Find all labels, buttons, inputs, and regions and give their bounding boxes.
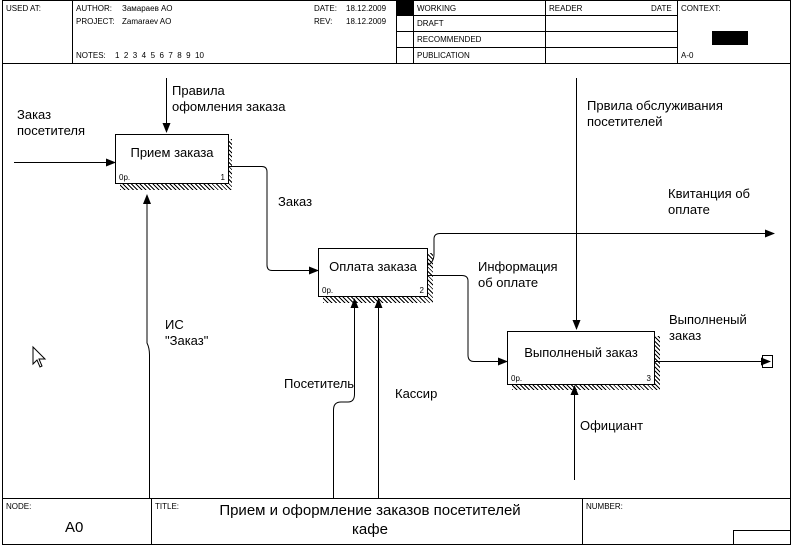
label-kassir: Кассир [395, 386, 438, 401]
status-working: WORKING [417, 4, 457, 13]
number-label: NUMBER: [586, 502, 623, 511]
arrow-zakaz[interactable] [229, 166, 319, 275]
notes-numbers: 1 2 3 4 5 6 7 8 9 10 [115, 51, 204, 60]
label-vypolneny-zakaz: Выполненый заказ [669, 312, 747, 343]
node-label: NODE: [6, 502, 32, 511]
label-pravila-obsluzhivania: Првила обслуживания посетителей [587, 98, 723, 129]
label-zakaz: Заказ [278, 194, 313, 209]
project-value: Zamaraev AO [122, 17, 172, 26]
rev-label: REV: [314, 17, 333, 26]
diagram-title: Прием и оформление заказов посетителей к… [219, 502, 521, 538]
mouse-pointer-icon [32, 345, 47, 368]
date-value: 18.12.2009 [346, 4, 387, 13]
label-info-ob-oplate: Информация об оплате [478, 259, 558, 290]
activity-name: Прием заказа [130, 145, 214, 160]
activity-name: Оплата заказа [329, 259, 417, 274]
label-posetitel: Поcетитель [284, 376, 355, 391]
arrow-posetitel[interactable] [333, 298, 359, 498]
notes-label: NOTES: [76, 51, 106, 60]
label-oficiant: Официант [580, 418, 644, 433]
label-pravila: Правила офомления заказа [172, 83, 286, 114]
activity-cost: 0р. [322, 286, 334, 295]
activity-name: Выполненый заказ [524, 345, 638, 360]
activity-number: 3 [646, 374, 651, 383]
status-recommended: RECOMMENDED [417, 35, 482, 44]
activity-cost: 0р. [511, 374, 523, 383]
rev-value: 18.12.2009 [346, 17, 387, 26]
date-label: DATE: [314, 4, 337, 13]
working-status-marker [397, 1, 413, 15]
used-at-label: USED AT: [6, 4, 41, 13]
title-label: TITLE: [155, 502, 180, 511]
status-publication: PUBLICATION [417, 51, 470, 60]
label-zakaz-posetitelya: Заказ посетителя [17, 107, 86, 138]
reader-date-label: DATE [651, 4, 672, 13]
activity-box-vypolneny-zakaz[interactable]: Выполненый заказ 0р. 3 [507, 331, 655, 385]
status-draft: DRAFT [417, 19, 444, 28]
node-value: A0 [65, 519, 84, 536]
arrow-info-ob-oplate[interactable] [428, 275, 508, 366]
activity-box-priem-zakaza[interactable]: Прием заказа 0р. 1 [115, 134, 229, 184]
label-is-zakaz: ИС "Заказ" [165, 317, 209, 348]
label-kvitancia: Квитанция об оплате [668, 186, 750, 217]
context-node: A-0 [681, 51, 694, 60]
author-value: Замараев АО [122, 4, 173, 13]
reader-label: READER [549, 4, 583, 13]
context-label: CONTEXT: [681, 4, 721, 13]
author-label: AUTHOR: [76, 4, 112, 13]
activity-cost: 0р. [119, 173, 131, 182]
activity-number: 1 [220, 173, 225, 182]
tunnel-end-icon [758, 355, 773, 368]
context-thumbnail [712, 31, 748, 45]
activity-box-oplata-zakaza[interactable]: Оплата заказа 0р. 2 [318, 248, 428, 297]
activity-number: 2 [419, 286, 424, 295]
arrow-is-zakaz[interactable] [143, 194, 151, 498]
project-label: PROJECT: [76, 17, 115, 26]
